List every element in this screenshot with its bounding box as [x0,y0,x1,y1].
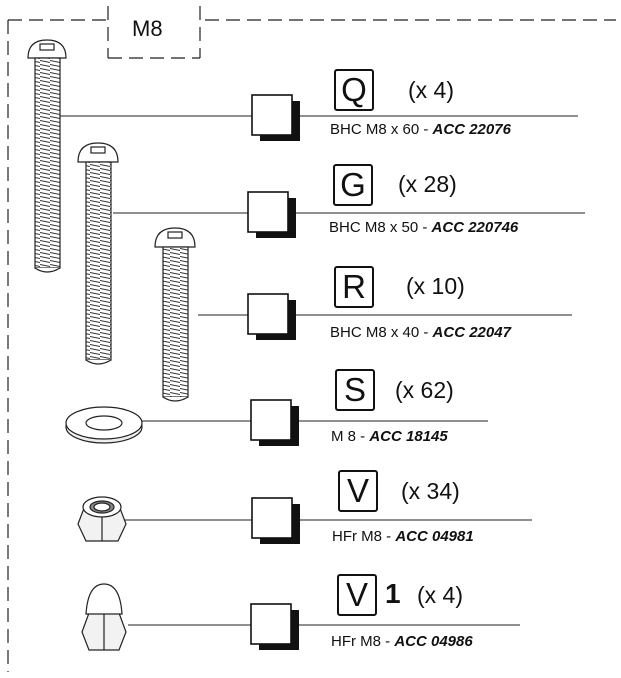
quantity-g: (x 28) [398,171,457,197]
quantity-q: (x 4) [408,77,454,103]
nylon-nut-icon [77,496,127,542]
dashed-frame [7,6,616,672]
part-letter-v: V [338,470,378,512]
bolt-50-icon [77,142,119,365]
part-letter-g: G [333,164,373,206]
bolt-60-icon [27,39,67,273]
description-g: BHC M8 x 50 - ACC 220746 [329,219,519,236]
description-r: BHC M8 x 40 - ACC 22047 [330,324,511,341]
part-letter-v1: V [337,574,377,616]
leader-lines [60,115,585,626]
cap-nut-icon [81,583,127,651]
quantity-r: (x 10) [406,273,465,299]
quantity-s: (x 62) [395,377,454,403]
description-v: HFr M8 - ACC 04981 [332,528,474,545]
bolt-40-icon [154,227,196,402]
part-letter-s: S [335,369,375,411]
description-q: BHC M8 x 60 - ACC 22076 [330,121,511,138]
description-v1: HFr M8 - ACC 04986 [331,633,473,650]
quantity-v1: (x 4) [417,582,463,608]
section-title: M8 [132,16,163,41]
quantity-v: (x 34) [401,478,460,504]
part-letter-q: Q [334,69,374,111]
part-letter-suffix: 1 [385,578,401,609]
checkbox-shadows [256,101,300,650]
part-letter-r: R [334,266,374,308]
description-s: M 8 - ACC 18145 [331,428,448,445]
washer-icon [65,406,143,444]
checkboxes [247,94,293,645]
